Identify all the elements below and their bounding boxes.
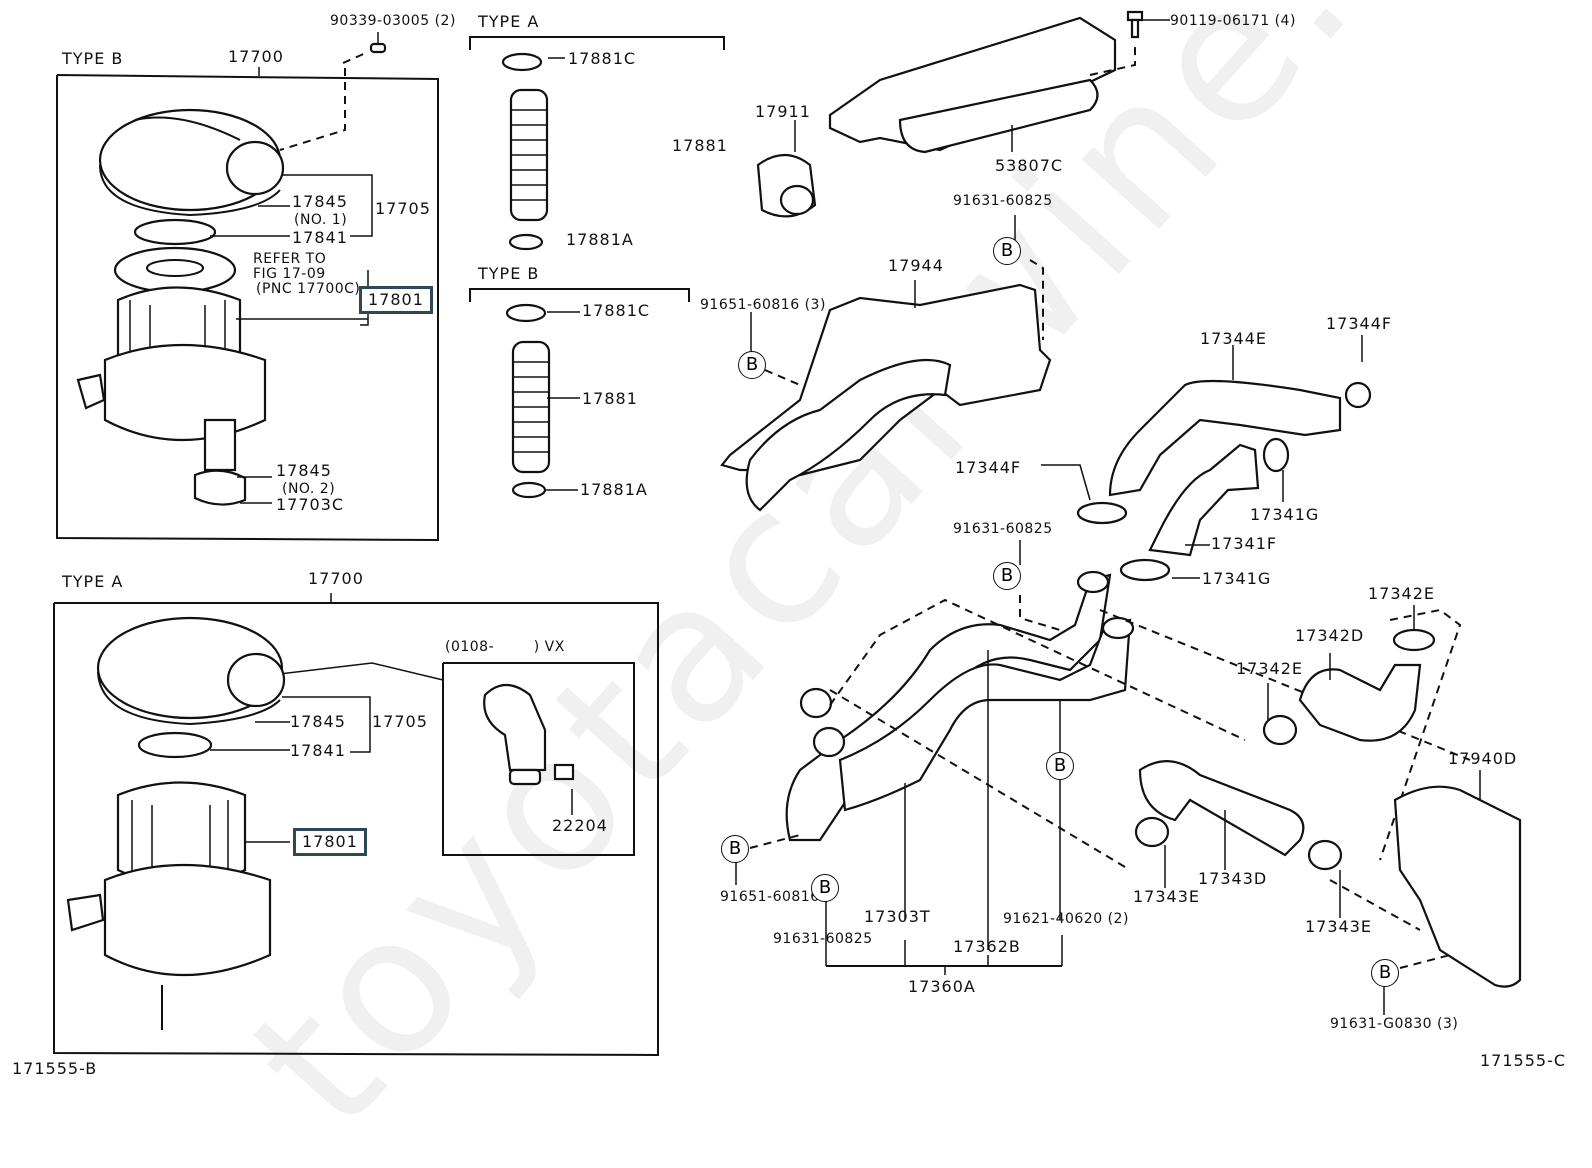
type-a-section-label: TYPE A <box>62 572 124 591</box>
part-label-17845-bottom-note: (NO. 2) <box>282 481 336 497</box>
part-label-17343d[interactable]: 17343D <box>1198 869 1268 888</box>
refer-note-line-3: (PNC 17700C) <box>256 281 361 297</box>
lower-right-hoses-drawing <box>1134 605 1522 1015</box>
part-label-17845-top[interactable]: 17845 <box>292 192 348 211</box>
main-pipe-assembly-drawing <box>735 540 1471 975</box>
bolt-marker-b-pipe-bottom[interactable]: B <box>811 874 839 902</box>
part-label-91651-60816-3[interactable]: 91651-60816 (3) <box>700 297 826 313</box>
type-a-cap-drawing <box>66 616 371 1030</box>
part-label-17940d[interactable]: 17940D <box>1448 749 1518 768</box>
part-label-17343e-right[interactable]: 17343E <box>1305 917 1373 936</box>
figure-code-left: 171555-B <box>12 1059 98 1078</box>
part-label-17841-type-b[interactable]: 17841 <box>292 228 348 247</box>
part-label-17944[interactable]: 17944 <box>888 256 944 275</box>
refer-note-line-1: REFER TO <box>253 251 327 267</box>
bracket-drawing <box>720 215 1052 512</box>
part-label-17303t[interactable]: 17303T <box>864 907 931 926</box>
part-label-17801-type-b-highlighted[interactable]: 17801 <box>359 286 433 314</box>
part-label-17700-type-a[interactable]: 17700 <box>308 569 364 588</box>
refer-note-line-2: FIG 17-09 <box>253 266 326 282</box>
diagram-drawing <box>53 10 1522 1057</box>
part-label-17705-type-b[interactable]: 17705 <box>375 199 431 218</box>
part-label-17881c-type-b[interactable]: 17881C <box>582 301 651 320</box>
hose-type-a-drawing <box>469 36 725 251</box>
bolt-marker-b-pipe-right[interactable]: B <box>1046 752 1074 780</box>
bolt-marker-b-bracket-top[interactable]: B <box>993 237 1021 265</box>
part-label-17881c-type-a[interactable]: 17881C <box>568 49 637 68</box>
part-label-91621-40620-2[interactable]: 91621-40620 (2) <box>1003 911 1129 927</box>
part-label-17841-type-a[interactable]: 17841 <box>290 741 346 760</box>
part-label-91631-g0830-3[interactable]: 91631-G0830 (3) <box>1330 1016 1459 1032</box>
part-label-17362b[interactable]: 17362B <box>953 937 1021 956</box>
hose-type-a-section-label: TYPE A <box>478 12 540 31</box>
hoses-upper-right-drawing <box>1041 335 1372 582</box>
part-label-17343e-left[interactable]: 17343E <box>1133 887 1201 906</box>
screw-icon <box>369 42 387 54</box>
part-label-53807c[interactable]: 53807C <box>995 156 1064 175</box>
part-label-screw[interactable]: 90339-03005 (2) <box>330 13 456 29</box>
parts-diagram: toyotacarwine.ru <box>12 0 1567 1168</box>
part-label-17344f-top[interactable]: 17344F <box>1326 314 1393 333</box>
figure-code-right: 171555-C <box>1480 1051 1567 1070</box>
part-label-91631-60825-pipe[interactable]: 91631-60825 <box>953 521 1053 537</box>
type-a-inset-drawing <box>483 683 575 815</box>
part-label-17845-bottom[interactable]: 17845 <box>276 461 332 480</box>
type-b-element-drawing <box>76 270 369 506</box>
type-b-section-label: TYPE B <box>62 49 124 68</box>
part-label-17344f-left[interactable]: 17344F <box>955 458 1022 477</box>
part-label-17881-type-a[interactable]: 17881 <box>672 136 728 155</box>
bolt-marker-b-resonator[interactable]: B <box>1371 959 1399 987</box>
hose-type-b-section-label: TYPE B <box>478 264 540 283</box>
part-label-17341g-bottom[interactable]: 17341G <box>1202 569 1272 588</box>
part-label-17845-top-note: (NO. 1) <box>294 212 348 228</box>
part-label-17344e[interactable]: 17344E <box>1200 329 1268 348</box>
part-label-17881-type-b[interactable]: 17881 <box>582 389 638 408</box>
part-label-90119-06171[interactable]: 90119-06171 (4) <box>1170 13 1296 29</box>
part-label-91631-60825-bottom[interactable]: 91631-60825 <box>773 931 873 947</box>
part-label-17801-type-a-highlighted[interactable]: 17801 <box>293 828 367 856</box>
hose-type-b-drawing <box>469 288 690 499</box>
part-label-17342d[interactable]: 17342D <box>1295 626 1365 645</box>
part-label-17705-type-a[interactable]: 17705 <box>372 712 428 731</box>
part-label-17881a-type-b[interactable]: 17881A <box>580 480 648 499</box>
part-label-22204[interactable]: 22204 <box>552 816 608 835</box>
part-label-17845-type-a[interactable]: 17845 <box>290 712 346 731</box>
part-label-17360a[interactable]: 17360A <box>908 977 976 996</box>
part-label-17341g-top[interactable]: 17341G <box>1250 505 1320 524</box>
part-label-91631-60825-bracket[interactable]: 91631-60825 <box>953 193 1053 209</box>
part-label-17341f[interactable]: 17341F <box>1211 534 1278 553</box>
part-label-17700-type-b[interactable]: 17700 <box>228 47 284 66</box>
part-label-91651-60816[interactable]: 91651-60816 <box>720 889 820 905</box>
part-label-17703c[interactable]: 17703C <box>276 495 345 514</box>
type-b-air-cleaner-frame <box>56 32 439 542</box>
part-label-17881a-type-a[interactable]: 17881A <box>566 230 634 249</box>
inset-range-label: (0108- ) VX <box>445 639 565 655</box>
top-right-duct-drawing <box>756 10 1170 218</box>
bolt-marker-b-pipe-top[interactable]: B <box>993 562 1021 590</box>
bolt-marker-b-pipe-left[interactable]: B <box>721 835 749 863</box>
part-label-17342e-left[interactable]: 17342E <box>1236 659 1304 678</box>
bolt-marker-b-bracket-left[interactable]: B <box>738 351 766 379</box>
part-label-17342e-top[interactable]: 17342E <box>1368 584 1436 603</box>
type-a-air-cleaner-frame <box>53 593 659 1057</box>
part-label-17911[interactable]: 17911 <box>755 102 811 121</box>
type-b-cap-drawing <box>98 108 373 294</box>
